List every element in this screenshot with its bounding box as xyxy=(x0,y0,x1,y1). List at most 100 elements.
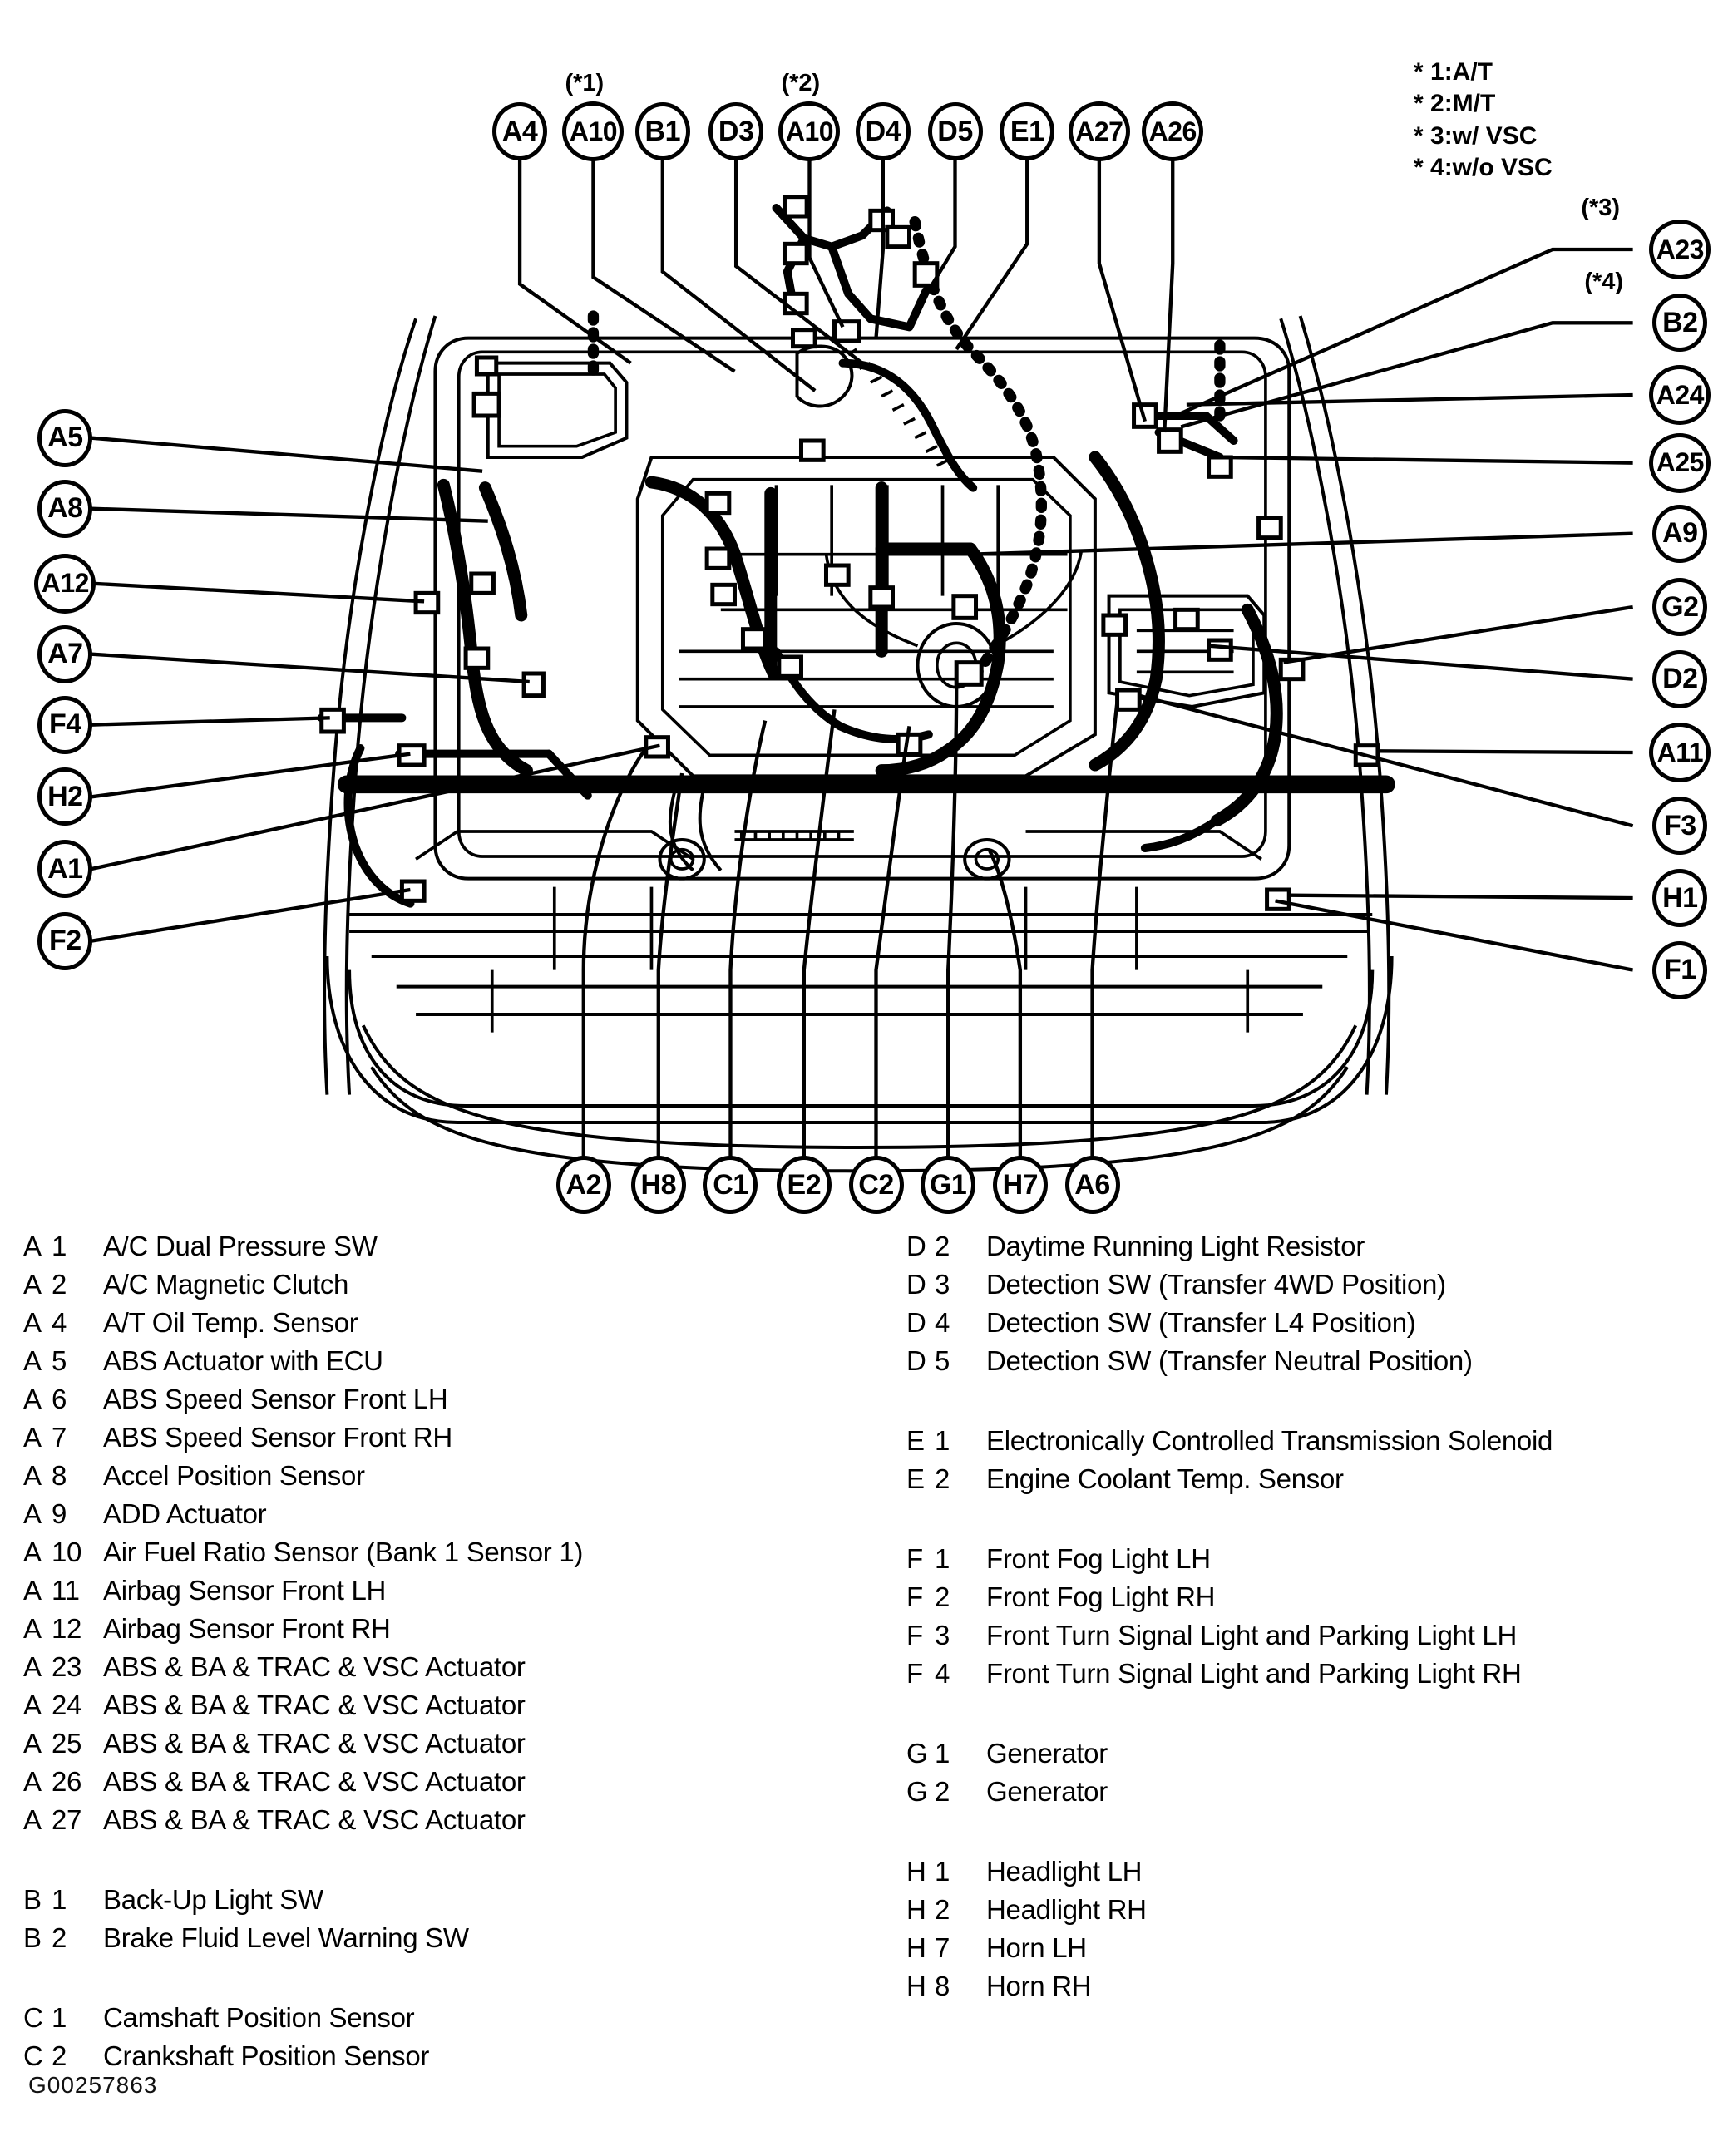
legend-code-number: 8 xyxy=(52,1460,67,1491)
callout-bubble-d3[interactable]: D3 xyxy=(708,102,764,161)
legend-code-letter: A xyxy=(23,1651,42,1682)
footnote-line: * 1:A/T xyxy=(1414,58,1493,86)
callout-bubble-a25[interactable]: A25 xyxy=(1649,432,1711,493)
legend-code-letter: C xyxy=(23,2002,43,2033)
legend-code-letter: F xyxy=(906,1581,923,1612)
callout-bubble-a27[interactable]: A27 xyxy=(1068,101,1130,162)
legend-component-description: Headlight LH xyxy=(986,1856,1143,1887)
legend-code-number: 23 xyxy=(52,1651,82,1682)
callout-bubble-e1[interactable]: E1 xyxy=(1000,102,1055,161)
callout-bubble-a12[interactable]: A12 xyxy=(34,553,96,614)
legend-code-number: 12 xyxy=(52,1613,82,1644)
legend-code-number: 11 xyxy=(52,1575,80,1606)
footnote-line: * 4:w/o VSC xyxy=(1414,154,1553,182)
callout-bubble-d5[interactable]: D5 xyxy=(927,102,983,161)
legend-group-spacer xyxy=(906,1814,1721,1856)
callout-bubble-c2[interactable]: C2 xyxy=(848,1156,904,1214)
legend-component-description: ABS Speed Sensor Front RH xyxy=(103,1422,452,1453)
legend-code-number: 10 xyxy=(52,1537,82,1567)
callout-bubble-a26[interactable]: A26 xyxy=(1142,101,1204,162)
callout-bubble-f3[interactable]: F3 xyxy=(1652,797,1708,856)
vehicle-body-outline xyxy=(323,315,1394,1173)
callout-bubble-b2[interactable]: B2 xyxy=(1652,294,1708,353)
legend-code-number: 2 xyxy=(935,1581,950,1612)
legend-code-number: 1 xyxy=(935,1856,950,1887)
legend-code-number: 1 xyxy=(935,1738,950,1769)
legend-component-description: Generator xyxy=(986,1738,1108,1769)
callout-bubble-h7[interactable]: H7 xyxy=(992,1156,1048,1214)
callout-bubble-a4[interactable]: A4 xyxy=(492,102,548,161)
callout-bubble-f4[interactable]: F4 xyxy=(37,695,93,754)
legend-code-number: 2 xyxy=(935,1894,950,1925)
legend-component-description: ABS & BA & TRAC & VSC Actuator xyxy=(103,1651,526,1682)
callout-bubble-a8[interactable]: A8 xyxy=(37,479,93,538)
legend-code-letter: E xyxy=(906,1425,925,1456)
legend-component-description: Accel Position Sensor xyxy=(103,1460,365,1491)
legend-code-number: 1 xyxy=(52,1884,67,1915)
legend-code-letter: H xyxy=(906,1971,926,2001)
legend-code-number: 9 xyxy=(52,1498,67,1529)
callout-bubble-b1[interactable]: B1 xyxy=(634,102,690,161)
legend-group-spacer xyxy=(906,1502,1721,1543)
legend-code-letter: E xyxy=(906,1463,925,1494)
callout-footnote-marker: (*2) xyxy=(781,70,821,97)
callout-bubble-a5[interactable]: A5 xyxy=(37,408,93,467)
legend-code-letter: D xyxy=(906,1345,926,1376)
legend-code-letter: A xyxy=(23,1269,42,1300)
legend-code-number: 2 xyxy=(935,1463,950,1494)
callout-bubble-g2[interactable]: G2 xyxy=(1652,578,1708,636)
callout-bubble-a10[interactable]: A10 xyxy=(562,101,625,162)
callout-bubble-a1[interactable]: A1 xyxy=(37,840,93,898)
callout-bubble-d4[interactable]: D4 xyxy=(855,102,911,161)
legend-code-number: 3 xyxy=(935,1620,950,1650)
callout-bubble-a11[interactable]: A11 xyxy=(1649,723,1711,782)
callout-bubble-h1[interactable]: H1 xyxy=(1652,869,1708,927)
legend-component-description: ABS & BA & TRAC & VSC Actuator xyxy=(103,1690,526,1720)
legend-code-letter: D xyxy=(906,1269,926,1300)
callout-bubble-f1[interactable]: F1 xyxy=(1652,940,1708,999)
legend-code-letter: H xyxy=(906,1856,926,1887)
callout-bubble-h2[interactable]: H2 xyxy=(37,767,93,826)
callout-bubble-a7[interactable]: A7 xyxy=(37,624,93,683)
callout-bubble-a10[interactable]: A10 xyxy=(778,101,841,162)
callout-bubble-h8[interactable]: H8 xyxy=(630,1156,686,1214)
callout-bubble-f2[interactable]: F2 xyxy=(37,911,93,970)
legend-code-number: 2 xyxy=(935,1231,950,1261)
callout-bubble-c1[interactable]: C1 xyxy=(703,1156,758,1214)
callout-bubble-a23[interactable]: A23 xyxy=(1649,220,1711,279)
legend-code-letter: A xyxy=(23,1766,42,1797)
callout-bubble-g1[interactable]: G1 xyxy=(921,1156,976,1214)
legend-code-number: 1 xyxy=(52,2002,67,2033)
callout-bubble-d2[interactable]: D2 xyxy=(1652,649,1708,708)
legend-code-letter: A xyxy=(23,1498,42,1529)
legend-code-number: 3 xyxy=(935,1269,950,1300)
callout-bubble-a2[interactable]: A2 xyxy=(555,1156,611,1214)
callout-bubble-a9[interactable]: A9 xyxy=(1652,504,1708,563)
legend-code-letter: A xyxy=(23,1613,42,1644)
legend-code-number: 27 xyxy=(52,1804,82,1835)
callout-bubble-a24[interactable]: A24 xyxy=(1649,365,1711,425)
legend-component-description: ABS Speed Sensor Front LH xyxy=(103,1384,448,1414)
legend-group-spacer xyxy=(23,1961,863,2002)
legend-code-letter: F xyxy=(906,1620,923,1650)
leader-lines-left xyxy=(91,436,660,943)
callout-bubble-a6[interactable]: A6 xyxy=(1064,1156,1120,1214)
callout-bubble-e2[interactable]: E2 xyxy=(776,1156,832,1214)
leader-lines-top xyxy=(517,156,1175,433)
legend-code-number: 8 xyxy=(935,1971,950,2001)
legend-code-number: 2 xyxy=(52,1269,67,1300)
